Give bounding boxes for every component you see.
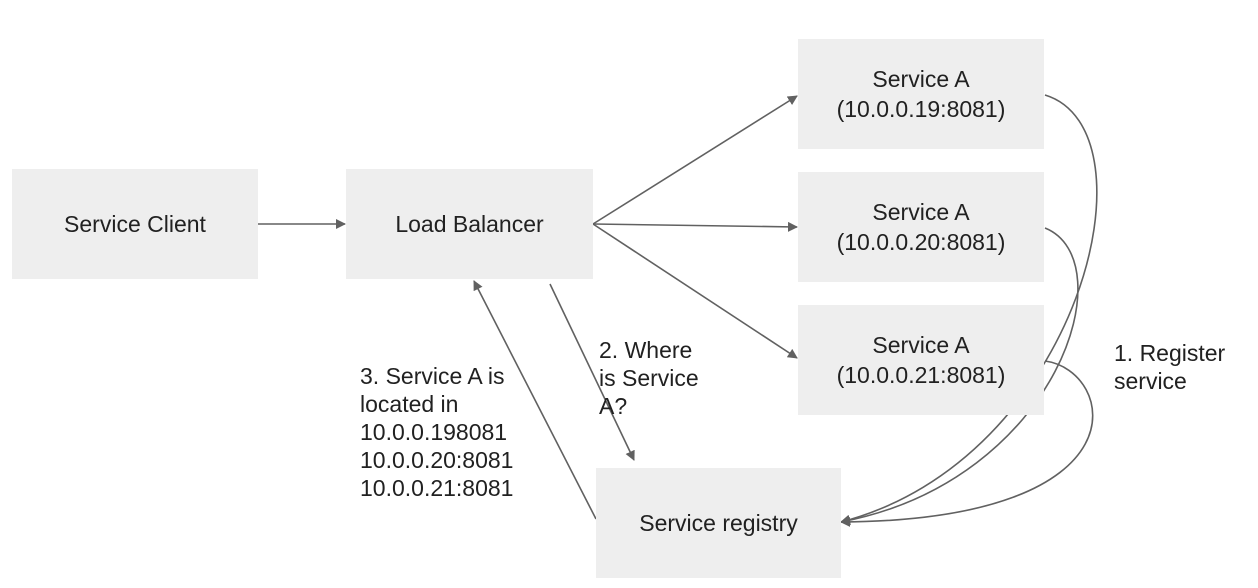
service-a-1-name: Service A <box>872 66 970 92</box>
service-a-3-address: (10.0.0.21:8081) <box>836 362 1006 388</box>
service-a-box-3[interactable]: Service A (10.0.0.21:8081) <box>798 305 1044 415</box>
service-a-box-1[interactable]: Service A (10.0.0.19:8081) <box>798 39 1044 149</box>
register-service-note: 1. Register service <box>1114 339 1225 395</box>
where-note-line-1: 2. Where <box>599 337 693 363</box>
arrow-service-a-2-register <box>840 227 1079 526</box>
service-a-2-address: (10.0.0.20:8081) <box>836 229 1006 255</box>
located-note-line-5: 10.0.0.21:8081 <box>360 475 514 501</box>
service-registry-box[interactable]: Service registry <box>596 468 841 578</box>
arrow-load-balancer-to-service-a-2 <box>592 221 798 232</box>
located-note-line-2: located in <box>360 391 459 417</box>
located-note-line-4: 10.0.0.20:8081 <box>360 447 514 473</box>
service-a-3-name: Service A <box>872 332 970 358</box>
arrow-registry-to-load-balancer <box>473 280 597 520</box>
service-a-box-2[interactable]: Service A (10.0.0.20:8081) <box>798 172 1044 282</box>
arrow-service-a-3-register <box>840 360 1094 527</box>
where-is-service-note: 2. Where is Service A? <box>599 336 699 420</box>
register-note-line-1: 1. Register <box>1114 340 1226 366</box>
load-balancer-label: Load Balancer <box>395 211 544 237</box>
arrow-load-balancer-to-registry <box>549 283 635 461</box>
arrow-service-a-1-register <box>840 94 1098 525</box>
where-note-line-3: A? <box>599 393 628 419</box>
service-a-1-address: (10.0.0.19:8081) <box>836 96 1006 122</box>
load-balancer-box[interactable]: Load Balancer <box>346 169 593 279</box>
service-client-label: Service Client <box>64 211 206 237</box>
located-note-line-3: 10.0.0.198081 <box>360 419 508 445</box>
service-located-note: 3. Service A is located in 10.0.0.198081… <box>360 362 513 502</box>
arrow-load-balancer-to-service-a-1 <box>592 95 798 225</box>
arrow-load-balancer-to-service-a-3 <box>592 223 798 359</box>
service-a-2-name: Service A <box>872 199 970 225</box>
service-registry-label: Service registry <box>639 510 798 536</box>
located-note-line-1: 3. Service A is <box>360 363 505 389</box>
service-client-box[interactable]: Service Client <box>12 169 258 279</box>
register-note-line-2: service <box>1114 368 1187 394</box>
where-note-line-2: is Service <box>599 365 699 391</box>
